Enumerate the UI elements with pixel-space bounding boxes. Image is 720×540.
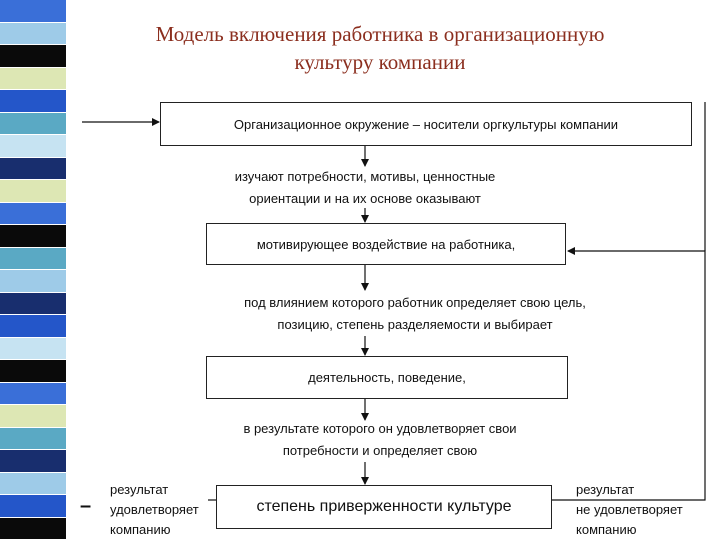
strip-cell bbox=[0, 292, 66, 315]
result-note: в результате которого он удовлетворяет с… bbox=[205, 418, 555, 462]
influence-note-line-1: под влиянием которого работник определяе… bbox=[244, 295, 586, 310]
title-line-1: Модель включения работника в организацио… bbox=[155, 22, 605, 46]
feedback-loop bbox=[552, 247, 706, 501]
commitment-box: степень приверженности культуре bbox=[216, 485, 552, 529]
strip-cell bbox=[0, 22, 66, 45]
strip-cell bbox=[0, 247, 66, 270]
right-result-line-2: не удовлетворяет bbox=[576, 502, 683, 517]
strip-cell bbox=[0, 472, 66, 495]
left-result-label: результат удовлетворяет компанию bbox=[110, 480, 210, 540]
strip-cell bbox=[0, 315, 66, 338]
left-result-line-3: компанию bbox=[110, 522, 171, 537]
result-note-line-1: в результате которого он удовлетворяет с… bbox=[243, 421, 517, 436]
motivation-box: мотивирующее воздействие на работника, bbox=[206, 223, 566, 265]
result-note-line-2: потребности и определяет свою bbox=[282, 443, 478, 458]
strip-cell bbox=[0, 45, 66, 68]
left-minus-marker: – bbox=[80, 495, 92, 517]
right-result-line-1: результат bbox=[576, 482, 635, 497]
strip-cell bbox=[0, 0, 66, 23]
strip-cell bbox=[0, 135, 66, 158]
left-result-line-1: результат bbox=[110, 482, 169, 497]
environment-box-label: Организационное окружение – носители орг… bbox=[233, 116, 619, 132]
strip-cell bbox=[0, 67, 66, 90]
left-result-line-2: удовлетворяет bbox=[110, 502, 199, 517]
strip-cell bbox=[0, 225, 66, 248]
strip-cell bbox=[0, 202, 66, 225]
strip-cell bbox=[0, 157, 66, 180]
diagram-title: Модель включения работника в организацио… bbox=[80, 20, 680, 76]
strip-cell bbox=[0, 112, 66, 135]
right-result-line-3: компанию bbox=[576, 522, 637, 537]
right-result-label: результат не удовлетворяет компанию bbox=[576, 480, 706, 540]
strip-cell bbox=[0, 180, 66, 203]
motivation-box-label: мотивирующее воздействие на работника, bbox=[256, 236, 516, 252]
influence-note: под влиянием которого работник определяе… bbox=[215, 292, 615, 336]
strip-cell bbox=[0, 360, 66, 383]
study-note-line-2: ориентации и на их основе оказывают bbox=[249, 191, 481, 206]
strip-cell bbox=[0, 427, 66, 450]
activity-box: деятельность, поведение, bbox=[206, 356, 568, 399]
strip-cell bbox=[0, 337, 66, 360]
study-note-line-1: изучают потребности, мотивы, ценностные bbox=[234, 169, 496, 184]
study-note: изучают потребности, мотивы, ценностные … bbox=[160, 166, 570, 210]
strip-cell bbox=[0, 495, 66, 518]
strip-cell bbox=[0, 90, 66, 113]
activity-box-label: деятельность, поведение, bbox=[308, 370, 466, 385]
environment-box: Организационное окружение – носители орг… bbox=[160, 102, 692, 146]
strip-cell bbox=[0, 450, 66, 473]
influence-note-line-2: позицию, степень разделяемости и выбирае… bbox=[277, 317, 553, 332]
strip-cell bbox=[0, 270, 66, 293]
commitment-box-label: степень приверженности культуре bbox=[256, 498, 512, 515]
strip-cell bbox=[0, 382, 66, 405]
strip-cell bbox=[0, 405, 66, 428]
title-line-2: культуру компании bbox=[294, 50, 466, 74]
decorative-strip bbox=[0, 0, 66, 540]
